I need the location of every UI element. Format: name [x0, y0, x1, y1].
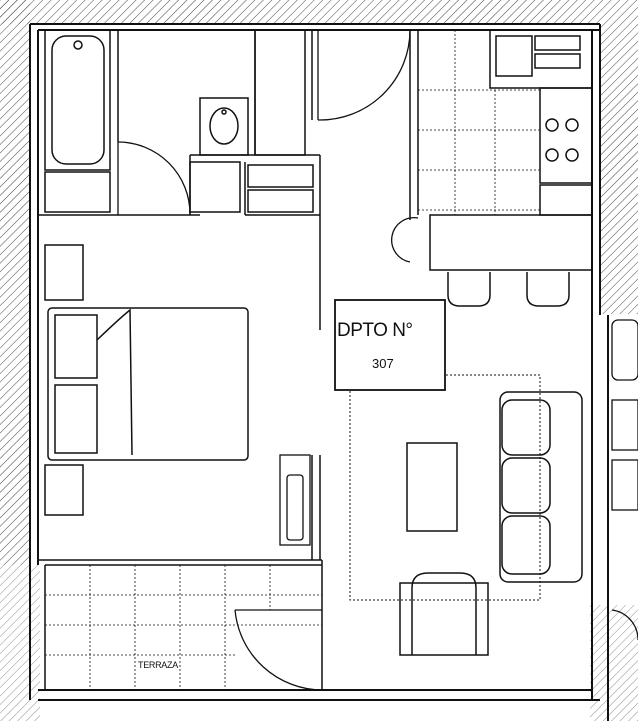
bed	[44, 244, 249, 516]
kitchen-counter	[489, 29, 593, 216]
kitchen-tiles	[418, 30, 540, 215]
doors	[117, 29, 419, 691]
closet	[279, 454, 311, 546]
bathroom-sink	[199, 97, 249, 156]
neighbor-fixtures	[611, 319, 638, 640]
bathtub	[44, 29, 111, 213]
breakfast-bar	[429, 214, 593, 307]
sofa	[499, 391, 583, 583]
living-rug	[349, 374, 541, 601]
bath-cabinets	[189, 29, 314, 213]
terrace-label: TERRAZA	[138, 660, 178, 670]
terrace-tiles	[45, 565, 322, 690]
armchair	[399, 572, 489, 656]
outer-walls	[29, 23, 609, 721]
unit-label: DPTO N° 307	[334, 299, 446, 391]
unit-number: 307	[372, 356, 394, 371]
unit-title: DPTO N°	[337, 320, 413, 341]
coffee-table	[406, 442, 458, 532]
